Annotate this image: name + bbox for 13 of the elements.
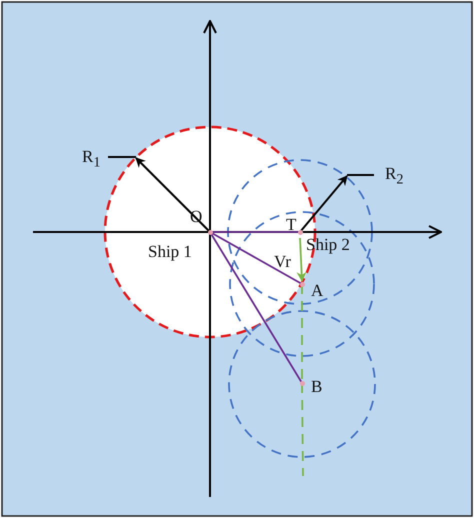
ship-label: Ship 2 [306, 236, 350, 254]
radius-label: R$_{1}$ [82, 148, 100, 172]
arrow [296, 238, 307, 282]
ship-label: Ship 1 [148, 243, 192, 261]
connector-line [301, 383, 304, 476]
connector-line [210, 231, 302, 285]
point-label: A [311, 282, 324, 300]
edge-label: Vr [274, 253, 291, 271]
radius-label: R$_{2}$ [385, 165, 404, 188]
connector-line [209, 232, 303, 384]
connector-line [210, 231, 300, 233]
point-label: T [286, 216, 296, 234]
point-label: B [311, 378, 322, 396]
